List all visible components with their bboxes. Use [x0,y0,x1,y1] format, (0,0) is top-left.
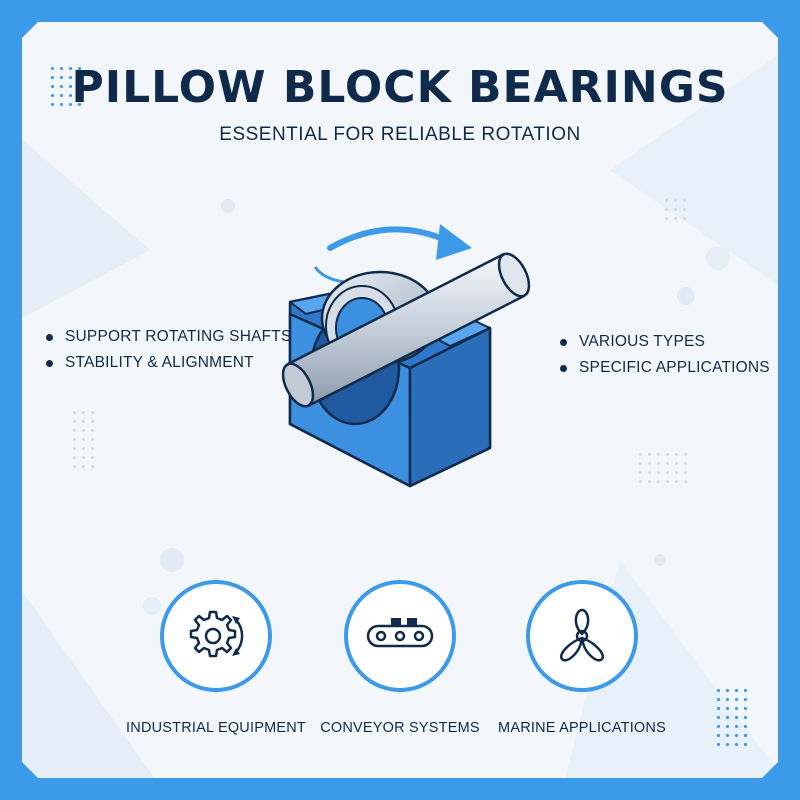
propeller-icon [559,608,605,662]
application-marine-applications: MARINE APPLICATIONS [472,580,692,736]
bullet-icon [46,359,53,367]
page-title: PILLOW BLOCK BEARINGS [71,62,729,113]
pillow-block-bearing-illustration [281,224,531,488]
dot-grid-mid-right [636,450,692,486]
list-item: SPECIFIC APPLICATIONS [560,355,770,381]
list-item: SUPPORT ROTATING SHAFTS [46,324,292,350]
dot-grid-top-right [662,196,686,224]
dot-grid-top-left [48,64,84,109]
icon-circle [160,580,272,692]
icon-circle [526,580,638,692]
feature-list-left: SUPPORT ROTATING SHAFTS STABILITY & ALIG… [46,324,292,376]
conveyor-icon [366,618,434,648]
page-subtitle: ESSENTIAL FOR RELIABLE ROTATION [219,124,581,145]
bullet-icon [560,364,567,372]
list-item: VARIOUS TYPES [560,329,770,355]
list-item: STABILITY & ALIGNMENT [46,350,292,376]
feature-list-right: VARIOUS TYPES SPECIFIC APPLICATIONS [560,329,770,381]
application-conveyor-systems: CONVEYOR SYSTEMS [290,580,510,736]
application-label: CONVEYOR SYSTEMS [320,720,480,736]
application-label: INDUSTRIAL EQUIPMENT [126,720,306,736]
application-label: MARINE APPLICATIONS [498,720,666,736]
bullet-icon [560,338,567,346]
bullet-icon [46,333,53,341]
application-industrial-equipment: INDUSTRIAL EQUIPMENT [106,580,326,736]
shaft-icon [281,252,531,408]
dot-grid-bottom-right [714,686,750,750]
icon-circle [344,580,456,692]
dot-grid-mid-left [70,408,100,472]
gear-rotation-icon [189,610,244,658]
